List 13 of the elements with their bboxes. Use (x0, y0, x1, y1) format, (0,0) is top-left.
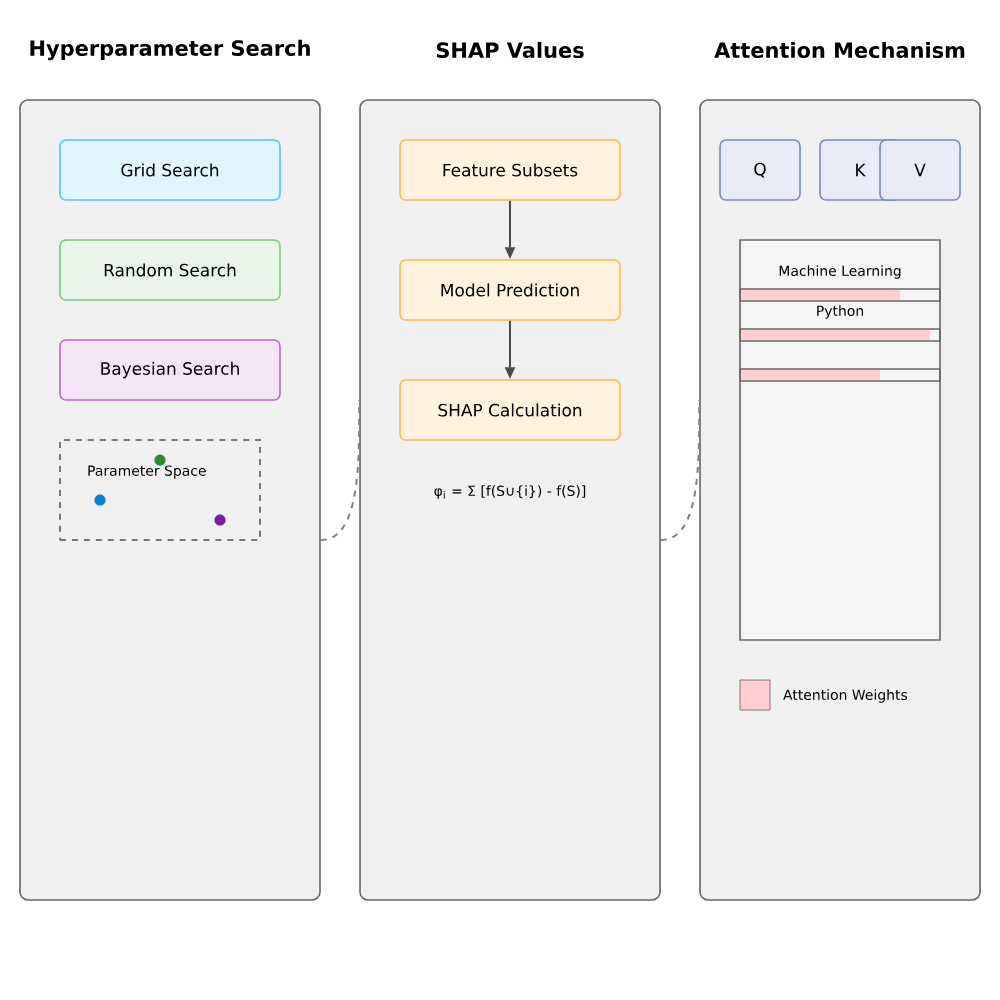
connector-curve (659, 399, 701, 541)
process-box: V (879, 139, 961, 201)
panel-title: Hyperparameter Search (30, 39, 310, 61)
process-box: SHAP Calculation (399, 379, 621, 441)
connector-curve (319, 399, 361, 541)
process-box: Bayesian Search (59, 339, 281, 401)
process-box: Model Prediction (399, 259, 621, 321)
panel-title: SHAP Values (436, 41, 584, 59)
process-box: Random Search (59, 239, 281, 301)
process-box: Q (719, 139, 801, 201)
panel-title: Attention Mechanism (714, 41, 965, 59)
process-box: Feature Subsets (399, 139, 621, 201)
process-box: Grid Search (59, 139, 281, 201)
